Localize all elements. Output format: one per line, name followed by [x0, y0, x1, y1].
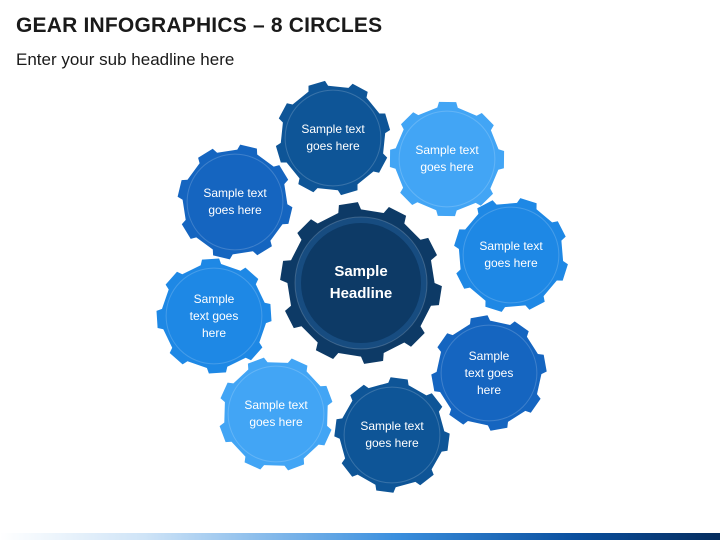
- bottom-accent-bar: [0, 533, 720, 540]
- gear-top-face: [284, 89, 382, 187]
- gear-bottom-face: [343, 386, 441, 484]
- center-gear-core: [301, 223, 421, 343]
- gear-bottom-left-face: [227, 365, 325, 463]
- slide-subtitle: Enter your sub headline here: [16, 50, 235, 69]
- gear-top-right-face: [398, 110, 496, 208]
- slide-title: GEAR INFOGRAPHICS – 8 CIRCLES: [16, 14, 383, 37]
- gear-top-left-face: [186, 153, 284, 251]
- gear-right-face: [462, 206, 560, 304]
- gear-left-face: [165, 267, 263, 365]
- gear-lower-right-face: [440, 324, 538, 422]
